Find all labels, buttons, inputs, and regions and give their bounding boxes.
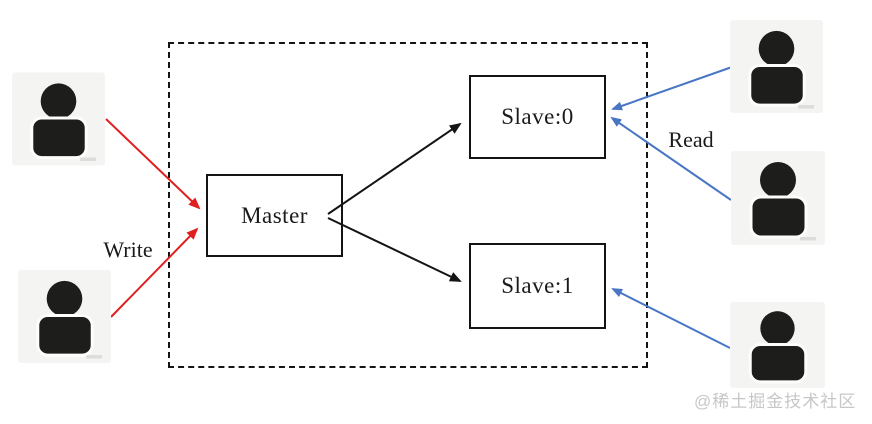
- read-label: Read: [668, 127, 714, 152]
- slave0-node-label: Slave:0: [501, 104, 574, 129]
- replicate-arrow-to-slave0: [327, 122, 462, 215]
- master-node: Master: [206, 174, 343, 257]
- write-arrow-from-bottom-left-user: [110, 227, 199, 318]
- read-arrow-from-bottom-right-user: [611, 288, 731, 349]
- read-arrow-from-top-right-user: [611, 66, 733, 111]
- watermark: @稀土掘金技术社区: [694, 392, 857, 411]
- slave0-node: Slave:0: [469, 75, 606, 159]
- replication-boundary: [168, 42, 648, 368]
- replicate-arrow-to-slave1: [327, 217, 462, 282]
- slave1-node: Slave:1: [469, 243, 606, 329]
- user-icon-middle-right: [731, 151, 825, 245]
- user-icon-top-right: [730, 20, 823, 113]
- read-arrow-from-middle-right-user: [610, 116, 732, 201]
- master-node-label: Master: [241, 202, 308, 228]
- slave1-node-label: Slave:1: [501, 273, 574, 298]
- user-icon-bottom-right: [730, 302, 825, 388]
- user-icon-bottom-left: [18, 270, 111, 363]
- write-arrow-from-top-left-user: [105, 118, 201, 210]
- user-icon-top-left: [12, 72, 105, 166]
- write-label: Write: [103, 237, 153, 262]
